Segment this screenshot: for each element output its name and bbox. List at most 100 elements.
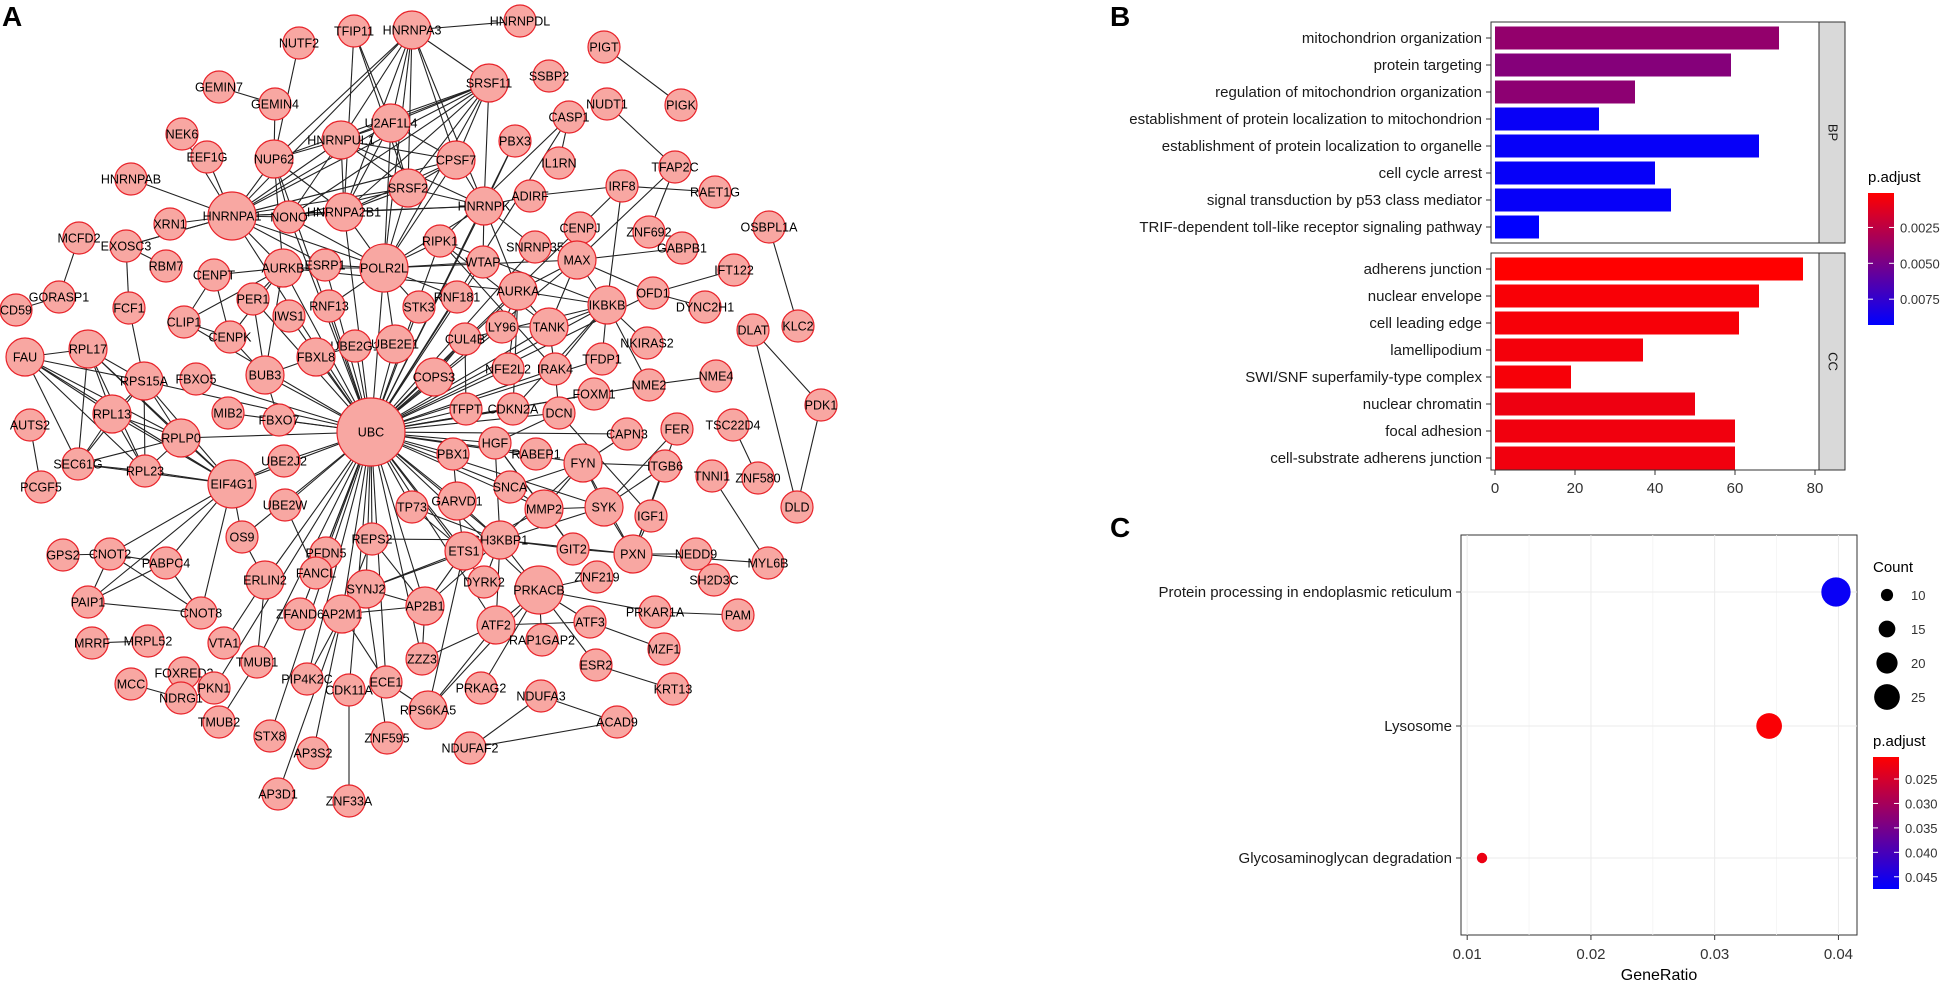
node-label: NEDD9 [675,548,717,562]
network-node-ap2b1: AP2B1 [405,586,445,626]
node-label: ERLIN2 [243,574,287,588]
node-label: TSC22D4 [706,419,761,433]
node-circle [630,326,664,360]
node-label: PRKAR1A [626,606,685,620]
node-label: NDRG1 [159,692,203,706]
node-circle [5,337,45,377]
node-label: NUP62 [254,153,294,167]
network-node-max: MAX [557,240,597,280]
node-circle [71,585,105,619]
network-node-tfip11: TFIP11 [334,14,374,48]
node-circle [590,87,624,121]
node-label: RPLP0 [161,432,201,446]
network-edge [483,82,490,207]
dot-legend-tick-label: 0.035 [1905,821,1938,836]
category-label-cell-leading-edge: cell leading edge [1369,315,1482,332]
network-node-cpsf7: CPSF7 [436,140,476,180]
node-label: STX8 [254,730,285,744]
network-node-fbxo5: FBXO5 [176,362,217,396]
network-node-cd59: CD59 [0,293,33,327]
network-edge [231,187,409,217]
node-circle [498,124,532,158]
node-circle [440,280,474,314]
node-label: CLIP1 [167,316,202,330]
network-node-ube2g1: UBE2G1 [330,329,380,363]
node-circle [503,4,537,38]
node-circle [312,289,346,323]
node-label: FCF1 [113,302,144,316]
node-circle [632,368,666,402]
network-node-atf2: ATF2 [476,605,516,645]
node-circle [660,412,694,446]
network-node-fbxl8: FBXL8 [296,337,336,377]
category-label-establishment-of-protein-localization-to-mitochondrion: establishment of protein localization to… [1129,111,1482,128]
node-label: HNRNPUL1 [307,134,374,148]
count-legend-label: 15 [1911,622,1925,637]
node-circle [449,392,483,426]
network-node-dyrk2: DYRK2 [463,565,505,599]
node-circle [556,532,590,566]
network-node-fbxo7: FBXO7 [259,403,300,437]
node-circle [525,623,559,657]
x-tick-label: 0.02 [1576,946,1605,963]
node-label: DCN [545,407,572,421]
node-label: NEK6 [166,128,199,142]
node-circle [388,168,428,208]
facet-strip [1818,252,1846,471]
node-label: SEC61G [53,458,102,472]
node-circle [638,595,672,629]
node-label: PER1 [237,293,270,307]
network-node-nek6: NEK6 [165,117,199,151]
node-label: DYRK2 [463,576,505,590]
node-label: CAPN3 [606,428,648,442]
network-node-syk: SYK [584,487,624,527]
network-edge [348,431,372,691]
count-legend-dot [1874,684,1900,710]
bar-trif-dependent-toll-like-receptor-signaling-pathway [1495,215,1539,239]
node-circle [613,534,653,574]
node-label: SNCA [493,481,528,495]
node-circle [165,117,199,151]
network-edge [288,82,490,218]
network-node-mrrf: MRRF [74,626,110,660]
node-label: SYK [591,501,617,515]
network-edge [439,116,570,242]
node-label: UBE2J2 [261,455,307,469]
node-label: OFD1 [636,287,669,301]
network-node-rps6ka5: RPS6KA5 [400,690,456,730]
node-circle [332,673,366,707]
node-circle [283,597,317,631]
node-circle [697,563,731,597]
node-circle [469,63,509,103]
category-label-protein-targeting: protein targeting [1374,57,1482,74]
network-node-pkn1: PKN1 [197,671,231,705]
network-node-fer: FER [660,412,694,446]
category-label-lysosome: Lysosome [1384,718,1452,735]
network-node-nono: NONO [270,200,308,234]
node-label: PRKAG2 [456,682,507,696]
network-edge [606,185,623,306]
node-circle [324,192,364,232]
node-label: LY96 [488,321,516,335]
node-label: PIP4K2C [281,673,332,687]
node-circle [804,388,838,422]
node-circle [658,150,692,184]
network-node-igf1: IGF1 [634,499,668,533]
node-label: RPS15A [120,375,169,389]
node-label: ZFAND6 [276,608,324,622]
node-circle [423,224,457,258]
network-edge [768,226,799,327]
node-label: NUDT1 [586,98,628,112]
node-circle [207,191,257,241]
network-node-ube2e1: UBE2E1 [371,324,419,364]
node-circle [587,285,627,325]
network-node-reps2: REPS2 [352,522,393,556]
node-circle [524,679,558,713]
node-label: CENPT [193,269,236,283]
node-circle [62,221,96,255]
node-circle [436,140,476,180]
network-edge [87,348,233,485]
node-circle [695,459,729,493]
node-circle [414,357,454,397]
